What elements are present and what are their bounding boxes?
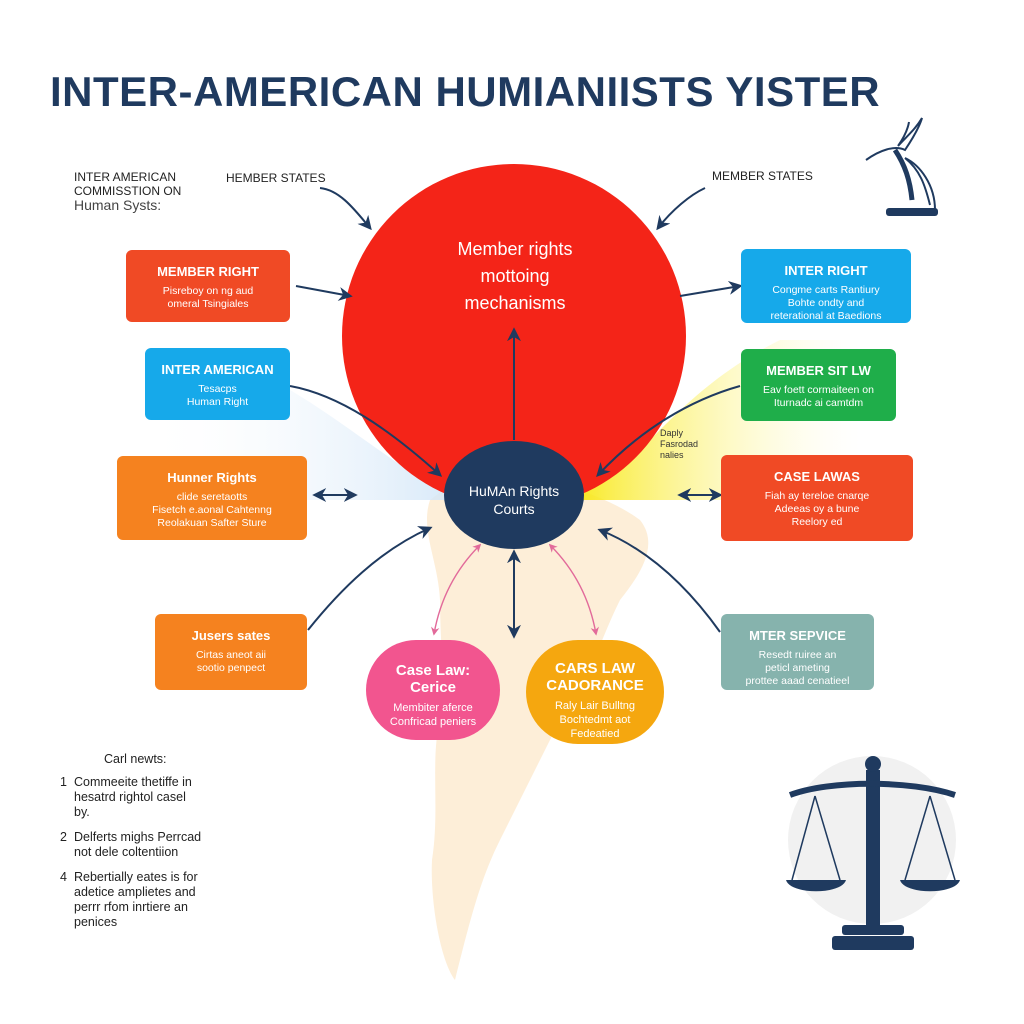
box-title: MEMBER RIGHT [157, 264, 259, 279]
box-text: clide seretaotts [176, 491, 248, 503]
arrow-member-right [295, 285, 353, 301]
pill-case-law-cerice: Case Law: Cerice Membiter aferce Confric… [366, 640, 500, 740]
box-text: Reelory ed [791, 516, 843, 528]
core-circle-label: Member rights mottoing mechanisms [405, 236, 625, 317]
commission-label-line: COMMISSTION ON [74, 184, 182, 198]
box-title: Jusers sates [191, 628, 271, 643]
list-item-text: not dele coltentiion [74, 845, 179, 859]
courts-node [444, 441, 584, 549]
pill-text: Fedeatied [570, 728, 620, 740]
notes-list: Carl newts: 1 Commeeite thetiffe in hesa… [60, 752, 240, 940]
list-item-text: Delferts mighs Perrcad [74, 830, 202, 844]
list-item-text: adetice amplietes and [74, 885, 196, 899]
list-item-text: Rebertially eates is for [74, 870, 198, 884]
courts-label: HuMAn Rights Courts [452, 482, 576, 518]
commission-label-line: Human Systs: [74, 197, 162, 213]
pill-cars-law: CARS LAW CADORANCE Raly Lair Bulltng Boc… [526, 640, 664, 744]
pill-text: Bochtedmt aot [559, 714, 631, 726]
box-text: Reolakuan Safter Sture [157, 517, 267, 529]
box-title: INTER RIGHT [784, 263, 868, 278]
box-text: Fiah ay tereloe cnarqe [764, 490, 870, 502]
side-note-line: Daply [660, 428, 684, 438]
pill-text: Raly Lair Bulltng [554, 700, 636, 712]
box-title: MEMBER SIT LW [766, 363, 871, 378]
arrow-inter-american [289, 385, 443, 477]
arrow-member-states-left [319, 187, 372, 231]
arrow-pink-right [548, 543, 599, 636]
box-inter-right: INTER RIGHT Congme carts Rantiury Bohte … [741, 249, 911, 323]
list-item: 1 Commeeite thetiffe in hesatrd rightol … [60, 775, 240, 820]
box-text: Human Right [186, 396, 249, 408]
list-item-number: 1 [60, 775, 67, 789]
arrow-member-sit-lw [596, 385, 741, 478]
list-item-text: Commeeite thetiffe in [74, 775, 192, 789]
commission-label-line: INTER AMERICAN [74, 170, 177, 184]
box-hunner-rights: Hunner Rights clide seretaotts Fisetch e… [117, 456, 307, 540]
list-item: 4 Rebertially eates is for adetice ampli… [60, 870, 240, 930]
core-line: mechanisms [464, 293, 566, 313]
arrow-mter-service [597, 527, 721, 633]
box-text: Eav foett cormaiteen on [763, 384, 874, 396]
list-item-number: 2 [60, 830, 67, 844]
side-note-line: Fasrodad [660, 439, 699, 449]
list-item: 2 Delferts mighs Perrcad not dele colten… [60, 830, 240, 860]
box-title: MTER SEPVICE [749, 628, 846, 643]
core-line: Member rights [457, 239, 573, 259]
box-title: INTER AMERICAN [161, 362, 274, 377]
box-case-lawas: CASE LAWAS Fiah ay tereloe cnarqe Adeeas… [721, 455, 913, 541]
pill-title: Cerice [410, 679, 456, 696]
box-member-right: MEMBER RIGHT Pisreboy on ng aud omeral T… [126, 250, 290, 322]
box-text: Iturnadc ai camtdm [773, 397, 864, 409]
box-text: Pisreboy on ng aud [162, 285, 254, 297]
box-text: Adeeas oy a bune [774, 503, 860, 515]
arrow-jusers-sates [307, 526, 433, 631]
pill-title: Case Law: [395, 662, 471, 679]
box-member-sit-lw: MEMBER SIT LW Eav foett cormaiteen on It… [741, 349, 896, 421]
pill-text: Membiter aferce [393, 702, 473, 714]
list-item-number: 4 [60, 870, 67, 884]
box-text: omeral Tsingiales [167, 298, 249, 310]
list-item-text: perrr rfom inrtiere an [74, 900, 188, 914]
side-note-line: nalies [660, 450, 684, 460]
list-item-text: penices [74, 915, 118, 929]
box-text: Bohte ondty and [787, 297, 865, 309]
arrow-member-states-right [656, 187, 706, 231]
member-states-right-label: MEMBER STATES [712, 169, 813, 183]
box-jusers-sates: Jusers sates Cirtas aneot aii sootio pen… [155, 614, 307, 690]
box-text: sootio penpect [196, 662, 266, 674]
pill-title: CARS LAW [555, 660, 635, 677]
box-text: Cirtas aneot aii [195, 649, 267, 661]
box-mter-service: MTER SEPVICE Resedt ruiree an peticl ame… [721, 614, 874, 690]
member-states-left-label: HEMBER STATES [226, 171, 326, 185]
arrow-inter-right [679, 280, 743, 297]
core-line: mottoing [480, 266, 550, 286]
box-text: Resedt ruiree an [758, 649, 837, 661]
bird-icon [865, 117, 938, 216]
box-text: Congme carts Rantiury [772, 284, 880, 296]
box-inter-american: INTER AMERICAN Tesacps Human Right [145, 348, 290, 420]
box-title: Hunner Rights [167, 470, 257, 485]
scales-of-justice-icon [786, 756, 960, 950]
arrow-pink-left [431, 543, 482, 636]
page-title: INTER-AMERICAN HUMIANIISTS YISTER [50, 68, 881, 115]
box-text: reterational at Baedions [770, 310, 882, 322]
box-text: Tesacps [198, 383, 237, 395]
box-text: prottee aaad cenatieel [745, 675, 850, 687]
notes-heading: Carl newts: [104, 752, 167, 766]
courts-line: Courts [493, 501, 535, 517]
box-text: Fisetch e.aonal Cahtenng [152, 504, 272, 516]
box-title: CASE LAWAS [774, 469, 860, 484]
pill-title: CADORANCE [546, 677, 644, 694]
courts-line: HuMAn Rights [468, 483, 560, 499]
list-item-text: hesatrd rightol casel [74, 790, 186, 804]
commission-label: INTER AMERICAN COMMISSTION ON Human Syst… [74, 170, 214, 212]
side-note: Daply Fasrodad nalies [660, 428, 730, 461]
list-item-text: by. [74, 805, 90, 819]
pill-text: Confricad peniers [389, 716, 477, 728]
box-text: peticl ameting [765, 662, 830, 674]
